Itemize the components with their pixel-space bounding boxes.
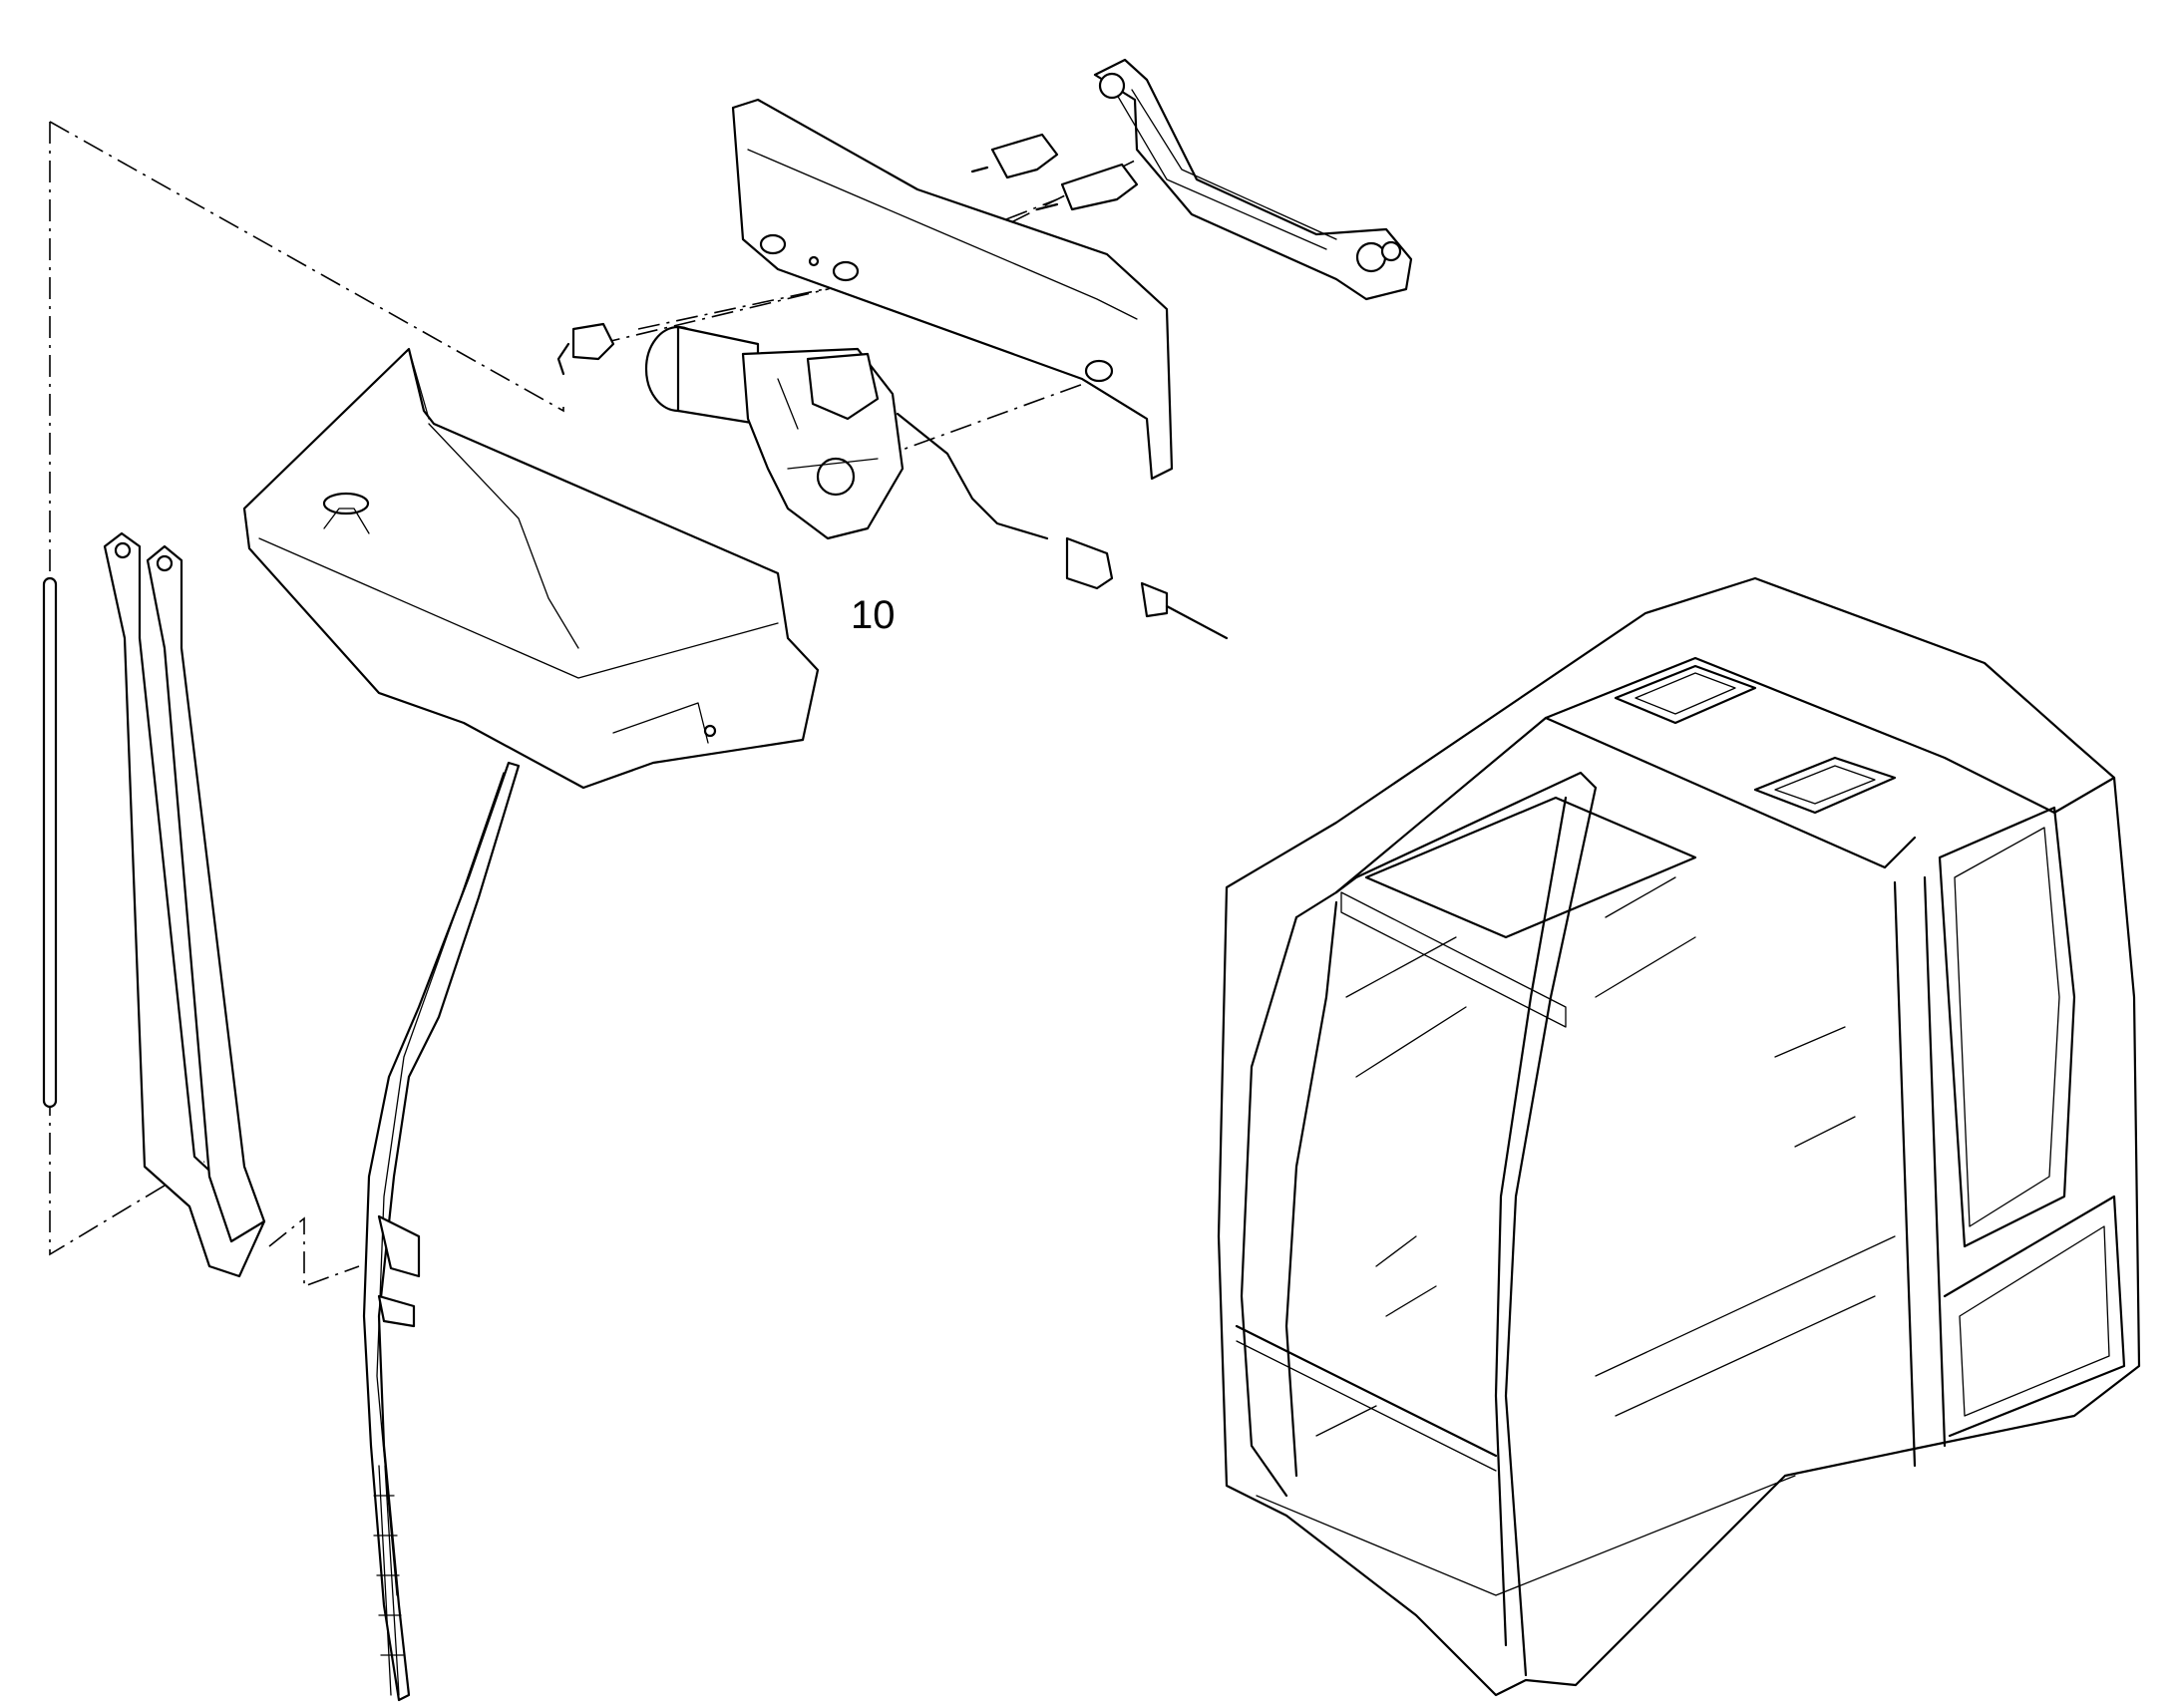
mounting-plate bbox=[731, 98, 1174, 481]
wiper-motor bbox=[644, 325, 905, 540]
washer-tube bbox=[42, 576, 58, 1109]
motor-cover bbox=[242, 347, 820, 790]
operator-cab bbox=[1217, 576, 2141, 1697]
callout-motor: 10 bbox=[851, 593, 896, 637]
pivot-shaft bbox=[970, 133, 1139, 211]
wiper-blade bbox=[362, 761, 521, 1702]
wiper-linkage bbox=[1093, 58, 1413, 301]
wiper-arm bbox=[103, 531, 266, 1278]
electrical-connector bbox=[896, 412, 1229, 640]
callouts: 10 bbox=[851, 593, 896, 637]
hose-connector bbox=[556, 322, 615, 376]
